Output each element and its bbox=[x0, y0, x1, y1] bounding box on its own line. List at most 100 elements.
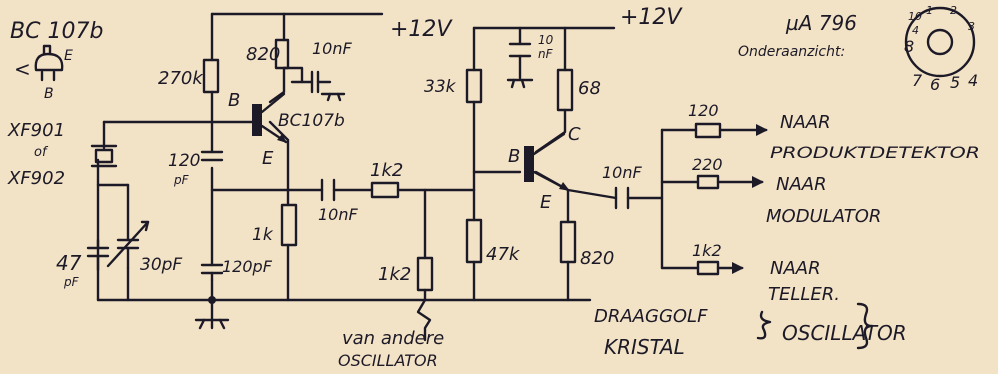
crystal-xf901-label: XF901 bbox=[7, 120, 65, 141]
c-10nf-coupling-label: 10nF bbox=[318, 205, 359, 224]
ic-pin-label: 6 bbox=[930, 75, 940, 94]
out-220-line1: NAAR bbox=[776, 174, 827, 195]
ground-icon bbox=[320, 92, 346, 102]
ic-pin-label: 1 bbox=[926, 4, 933, 17]
resistor-68 bbox=[556, 68, 574, 112]
ground-icon bbox=[506, 78, 534, 89]
resistor-1k bbox=[280, 203, 298, 247]
footer-line1: DRAAGGOLF bbox=[594, 306, 708, 327]
resistor-1k2-shunt bbox=[416, 256, 434, 292]
c-out-label: 10nF bbox=[602, 163, 643, 182]
input-label-line1: van andere bbox=[342, 328, 444, 349]
brace-icon bbox=[756, 310, 772, 340]
trimmer-capacitor-30pf bbox=[106, 220, 150, 270]
ic-pin-label: 2 bbox=[950, 4, 957, 17]
out-220-line2: MODULATOR bbox=[766, 206, 881, 227]
t1-emitter bbox=[268, 120, 290, 207]
out-120-resistor-label: 120 bbox=[688, 101, 719, 120]
input-label-line2: OSCILLATOR bbox=[338, 351, 438, 370]
supply-label-left: +12V bbox=[390, 17, 453, 42]
footer-right: OSCILLATOR bbox=[782, 321, 907, 345]
r-820-emitter-label: 820 bbox=[580, 248, 614, 269]
ic-pin-label: 7 bbox=[912, 71, 923, 90]
c-120-unit-label: pF bbox=[173, 173, 190, 187]
ic-view-label: Onderaanzicht: bbox=[738, 44, 845, 60]
out-220-resistor-label: 220 bbox=[692, 155, 723, 174]
r-270k-label: 270k bbox=[158, 68, 204, 89]
r-820-label: 820 bbox=[246, 44, 280, 65]
ic-pin-label: 3 bbox=[968, 20, 975, 33]
resistor-820 bbox=[274, 38, 290, 70]
pinout-left-label: < bbox=[14, 57, 31, 81]
out-120-line2: PRODUKTDETEKTOR bbox=[770, 143, 980, 162]
c-120-label: 120 bbox=[168, 151, 200, 171]
resistor-270k bbox=[202, 58, 220, 94]
brace-icon bbox=[856, 302, 874, 350]
t1-type-label: BC107b bbox=[278, 111, 345, 131]
r-68-label: 68 bbox=[578, 78, 601, 99]
resistor-out-1k2 bbox=[696, 260, 720, 276]
capacitor-47pf bbox=[86, 246, 110, 272]
capacitor-10nf-decouple bbox=[290, 70, 332, 94]
capacitor-10nf-coupling bbox=[320, 178, 336, 202]
t1-pin-b-label: B bbox=[228, 90, 240, 111]
c-10nf-decouple-label: 10nF bbox=[312, 39, 353, 58]
c-47-label: 47 bbox=[56, 251, 82, 275]
out-1k2-resistor-label: 1k2 bbox=[692, 241, 722, 260]
resistor-47k bbox=[465, 218, 483, 264]
r-33k-label: 33k bbox=[424, 77, 457, 97]
r-1k2-series-label: 1k2 bbox=[370, 160, 403, 181]
ic-pin-label: 5 bbox=[950, 73, 960, 92]
capacitor-120pf-feedback bbox=[200, 150, 224, 162]
out-1k2-line2: TELLER. bbox=[768, 284, 840, 305]
transistor-t1 bbox=[252, 92, 288, 144]
trimmer-30pf-label: 30pF bbox=[140, 255, 182, 275]
ic-pin-label: 4 bbox=[912, 24, 919, 37]
ic-pin-label: 4 bbox=[968, 71, 978, 90]
t1-collector bbox=[268, 66, 286, 104]
resistor-1k2-series bbox=[370, 181, 400, 199]
t2-pin-e-label: E bbox=[540, 192, 552, 213]
r-1k-label: 1k bbox=[252, 225, 274, 245]
pinout-e-label: E bbox=[64, 48, 73, 64]
crystal-or-label: of bbox=[34, 145, 49, 160]
wiring bbox=[96, 12, 768, 342]
pinout-b-label: B bbox=[44, 86, 54, 102]
resistor-820-emitter bbox=[559, 220, 577, 264]
crystal-symbol bbox=[90, 144, 118, 168]
resistor-out-120 bbox=[694, 122, 722, 139]
supply-label-right: +12V bbox=[620, 5, 683, 30]
ic-part-label: µA 796 bbox=[785, 11, 857, 35]
capacitor-10nf-supply bbox=[508, 42, 532, 58]
transistor-type-label: BC 107b bbox=[10, 19, 103, 44]
transistor-pinout-icon bbox=[34, 44, 64, 82]
r-1k2-shunt-label: 1k2 bbox=[378, 264, 411, 285]
input-from-other-osc bbox=[416, 288, 432, 342]
c-47-unit-label: pF bbox=[63, 275, 80, 289]
t2-pin-c-label: C bbox=[568, 124, 581, 145]
crystal-xf902-label: XF902 bbox=[7, 168, 65, 189]
arrow-icon bbox=[752, 176, 764, 188]
resistor-33k bbox=[465, 68, 483, 104]
c-120pf-label: 120pF bbox=[222, 257, 273, 276]
capacitor-10nf-output bbox=[614, 186, 630, 210]
out-120-line1: NAAR bbox=[780, 112, 831, 133]
arrow-icon bbox=[756, 124, 768, 136]
r-47k-label: 47k bbox=[486, 244, 521, 265]
capacitor-120pf-ground bbox=[200, 263, 224, 282]
transistor-t2 bbox=[524, 132, 570, 192]
t2-pin-b-label: B bbox=[508, 146, 520, 167]
junction-dot bbox=[208, 296, 216, 304]
ic-pinout-icon bbox=[904, 6, 976, 78]
out-1k2-line1: NAAR bbox=[770, 258, 821, 279]
t2-collector bbox=[534, 108, 567, 154]
c-supply-unit-label: nF bbox=[538, 47, 554, 61]
arrow-icon bbox=[732, 262, 744, 274]
c10nf-lead bbox=[282, 66, 304, 84]
footer-line2: KRISTAL bbox=[604, 335, 685, 359]
c-supply-label: 10 bbox=[538, 33, 554, 47]
resistor-out-220 bbox=[696, 174, 720, 190]
ic-pin-label: 10 bbox=[908, 10, 922, 23]
